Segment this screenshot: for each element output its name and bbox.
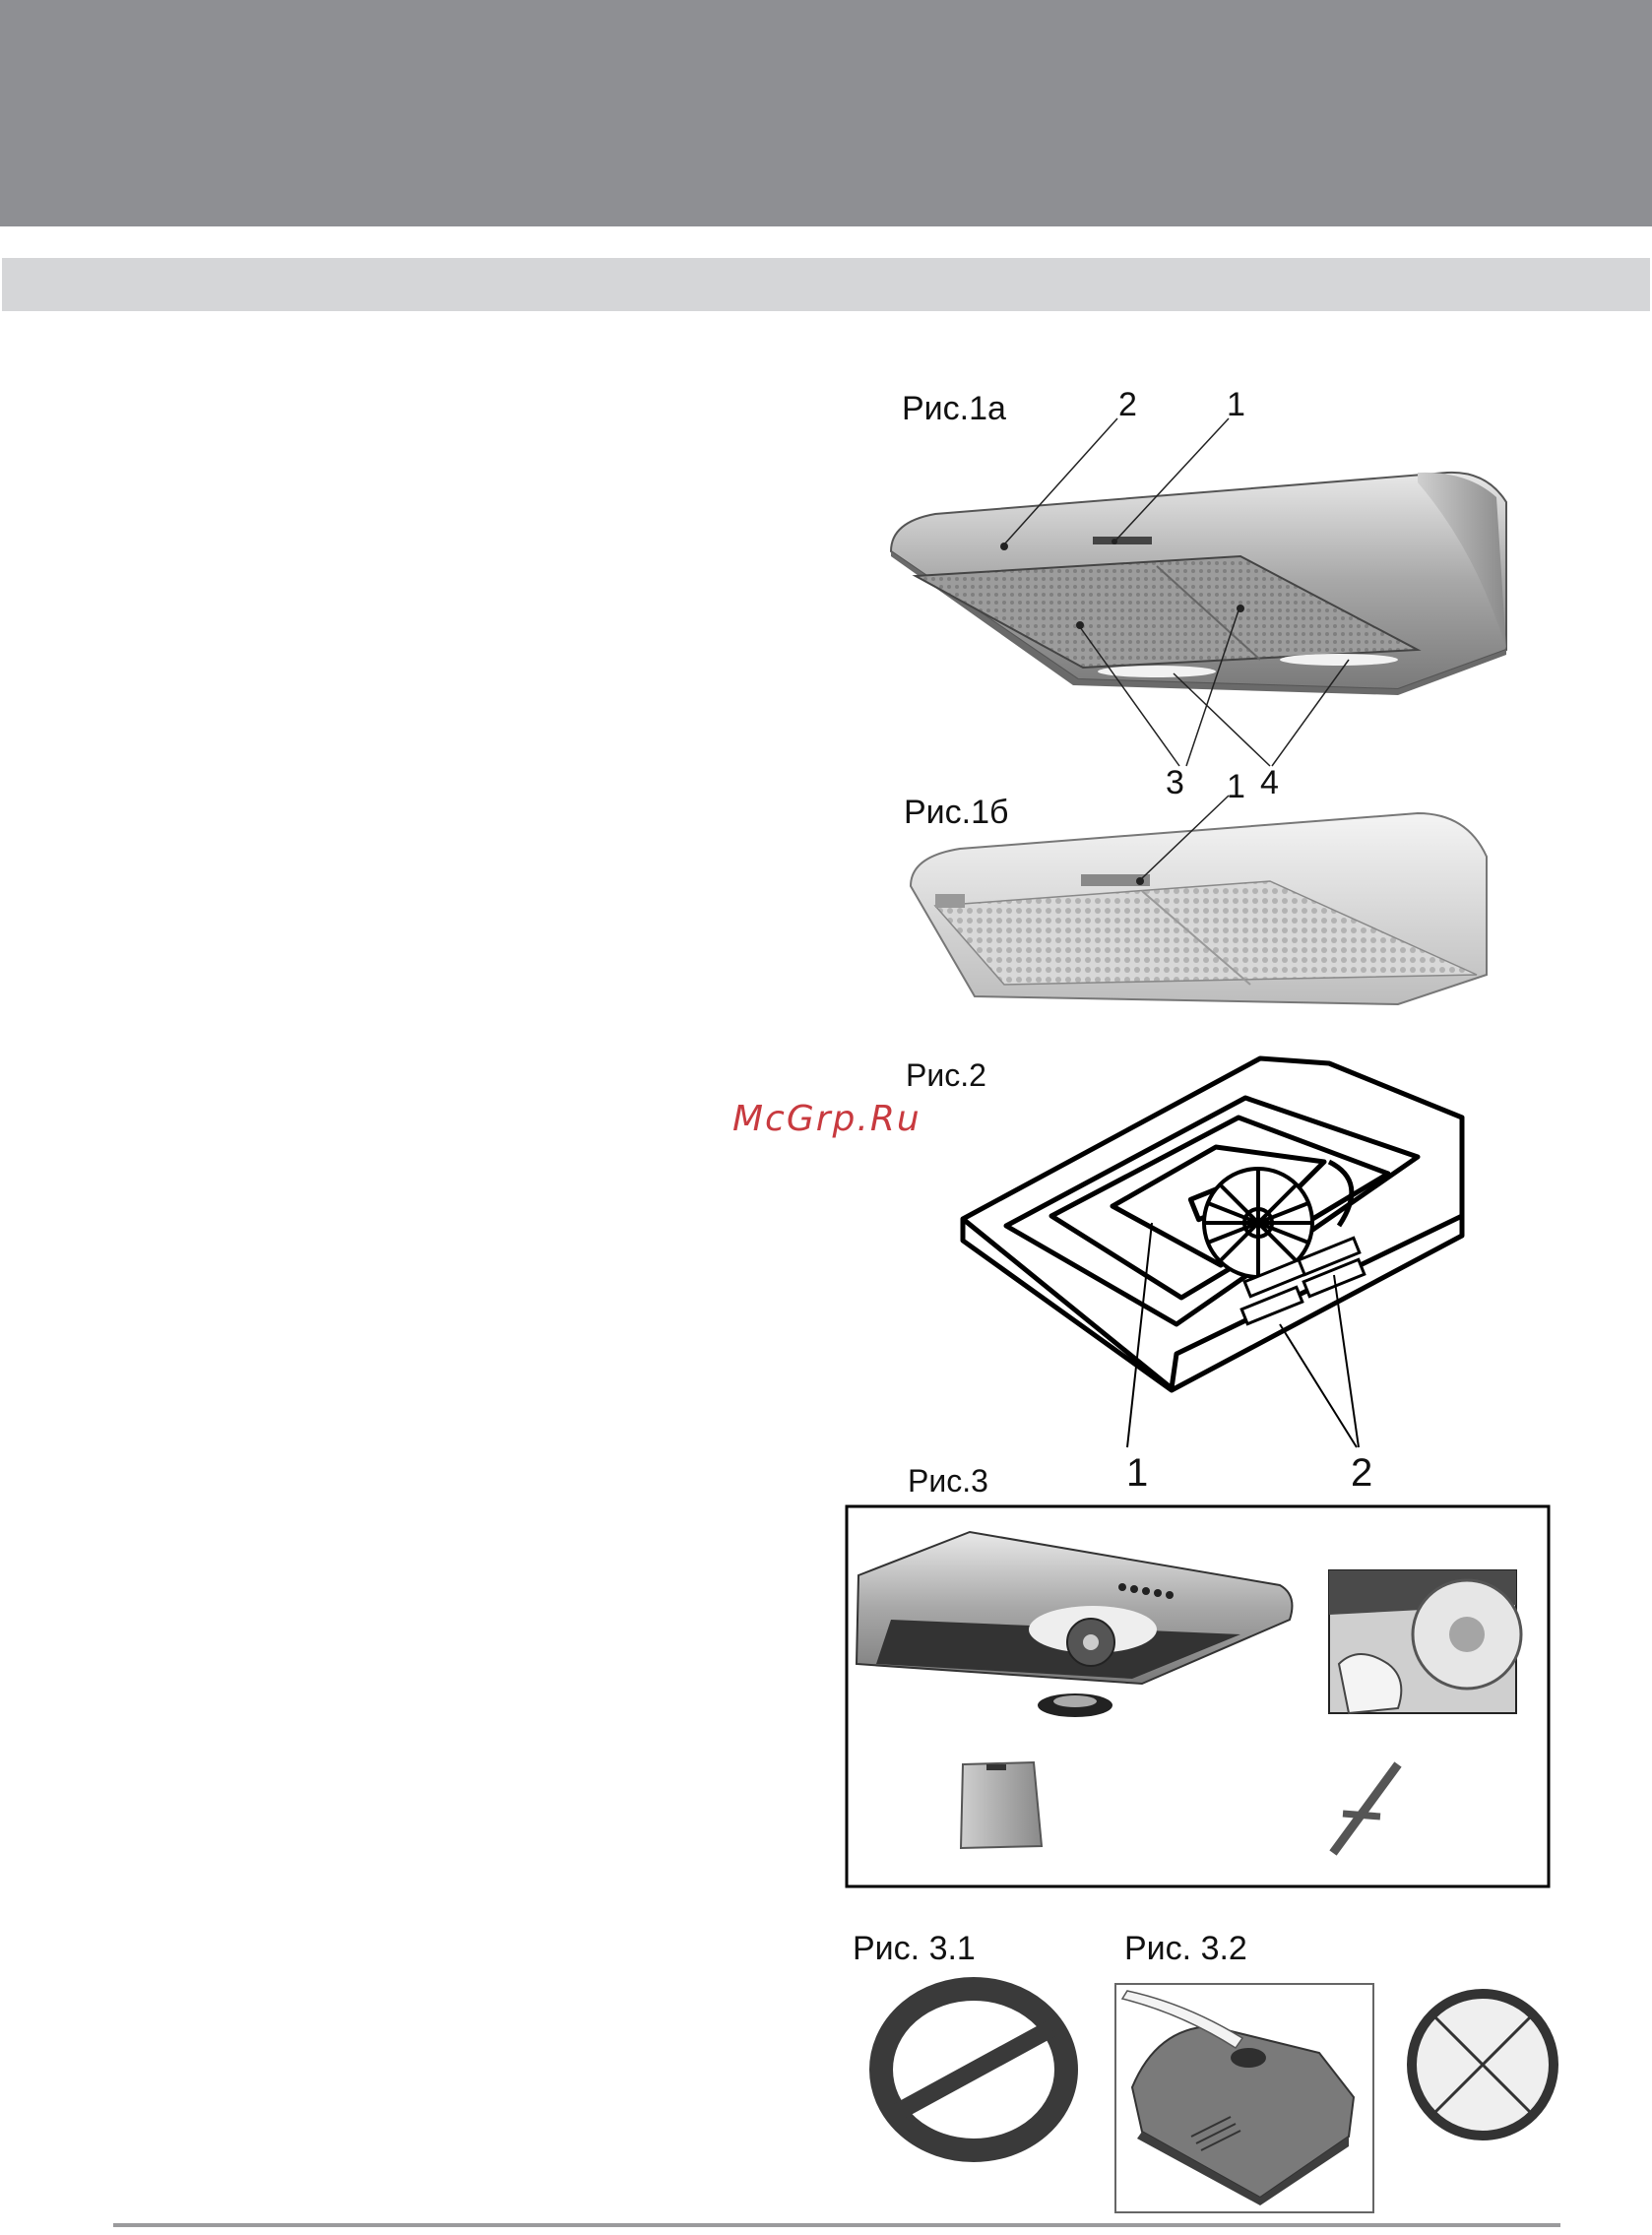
- footer-rule: [113, 2223, 1560, 2227]
